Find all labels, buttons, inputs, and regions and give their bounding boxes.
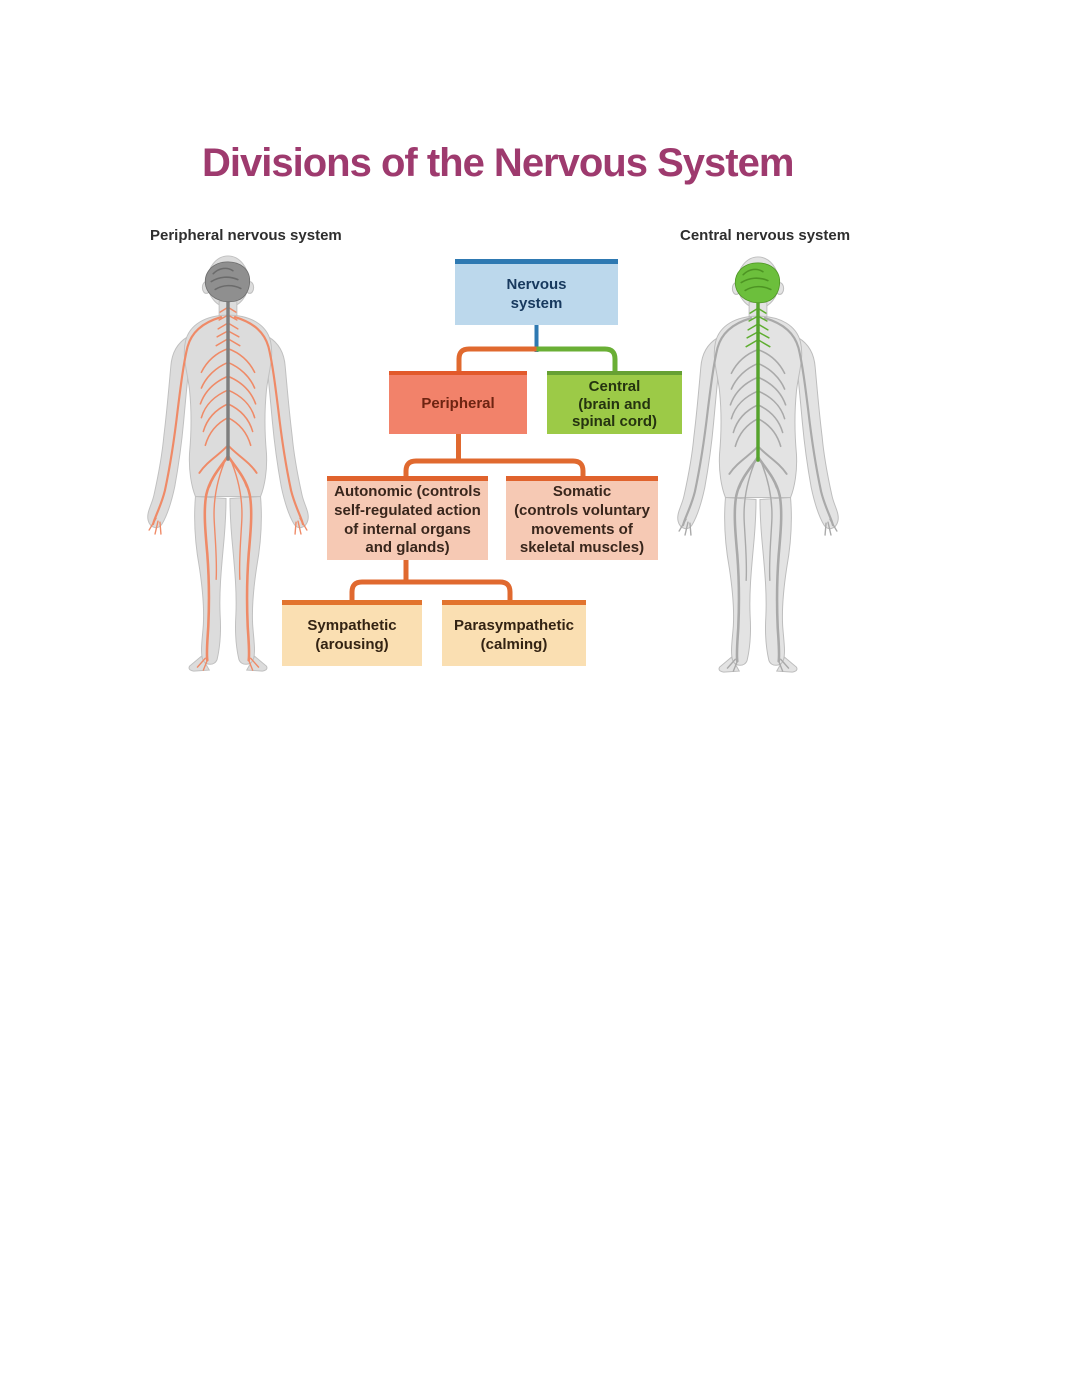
connector-to-peripheral — [456, 346, 537, 372]
peripheral-nerve-network — [148, 306, 308, 671]
central-nerves-body-figure — [677, 256, 839, 673]
flowchart-node-somatic: Somatic (controls voluntary movements of… — [506, 476, 658, 560]
brain — [734, 262, 781, 304]
connector-to-central — [536, 346, 618, 372]
figure-label-peripheral: Peripheral nervous system — [150, 227, 342, 244]
connector-to-sympathetic-parasympathetic — [349, 579, 513, 601]
flowchart-node-autonomic: Autonomic (controls self-regulated actio… — [327, 476, 488, 560]
flowchart-node-nervous-system: Nervous system — [455, 259, 618, 325]
flowchart-node-parasympathetic: Parasympathetic (calming) — [442, 600, 586, 666]
connector-to-autonomic-somatic — [403, 458, 586, 477]
page-title: Divisions of the Nervous System — [202, 141, 794, 185]
peripheral-nerves-body-figure — [147, 255, 309, 672]
flowchart-node-central: Central (brain and spinal cord) — [547, 371, 682, 434]
flowchart-node-peripheral: Peripheral — [389, 371, 527, 434]
figure-label-central: Central nervous system — [680, 227, 851, 244]
peripheral-nerve-network — [678, 307, 838, 672]
flowchart-node-sympathetic: Sympathetic (arousing) — [282, 600, 422, 666]
brain — [204, 261, 251, 303]
